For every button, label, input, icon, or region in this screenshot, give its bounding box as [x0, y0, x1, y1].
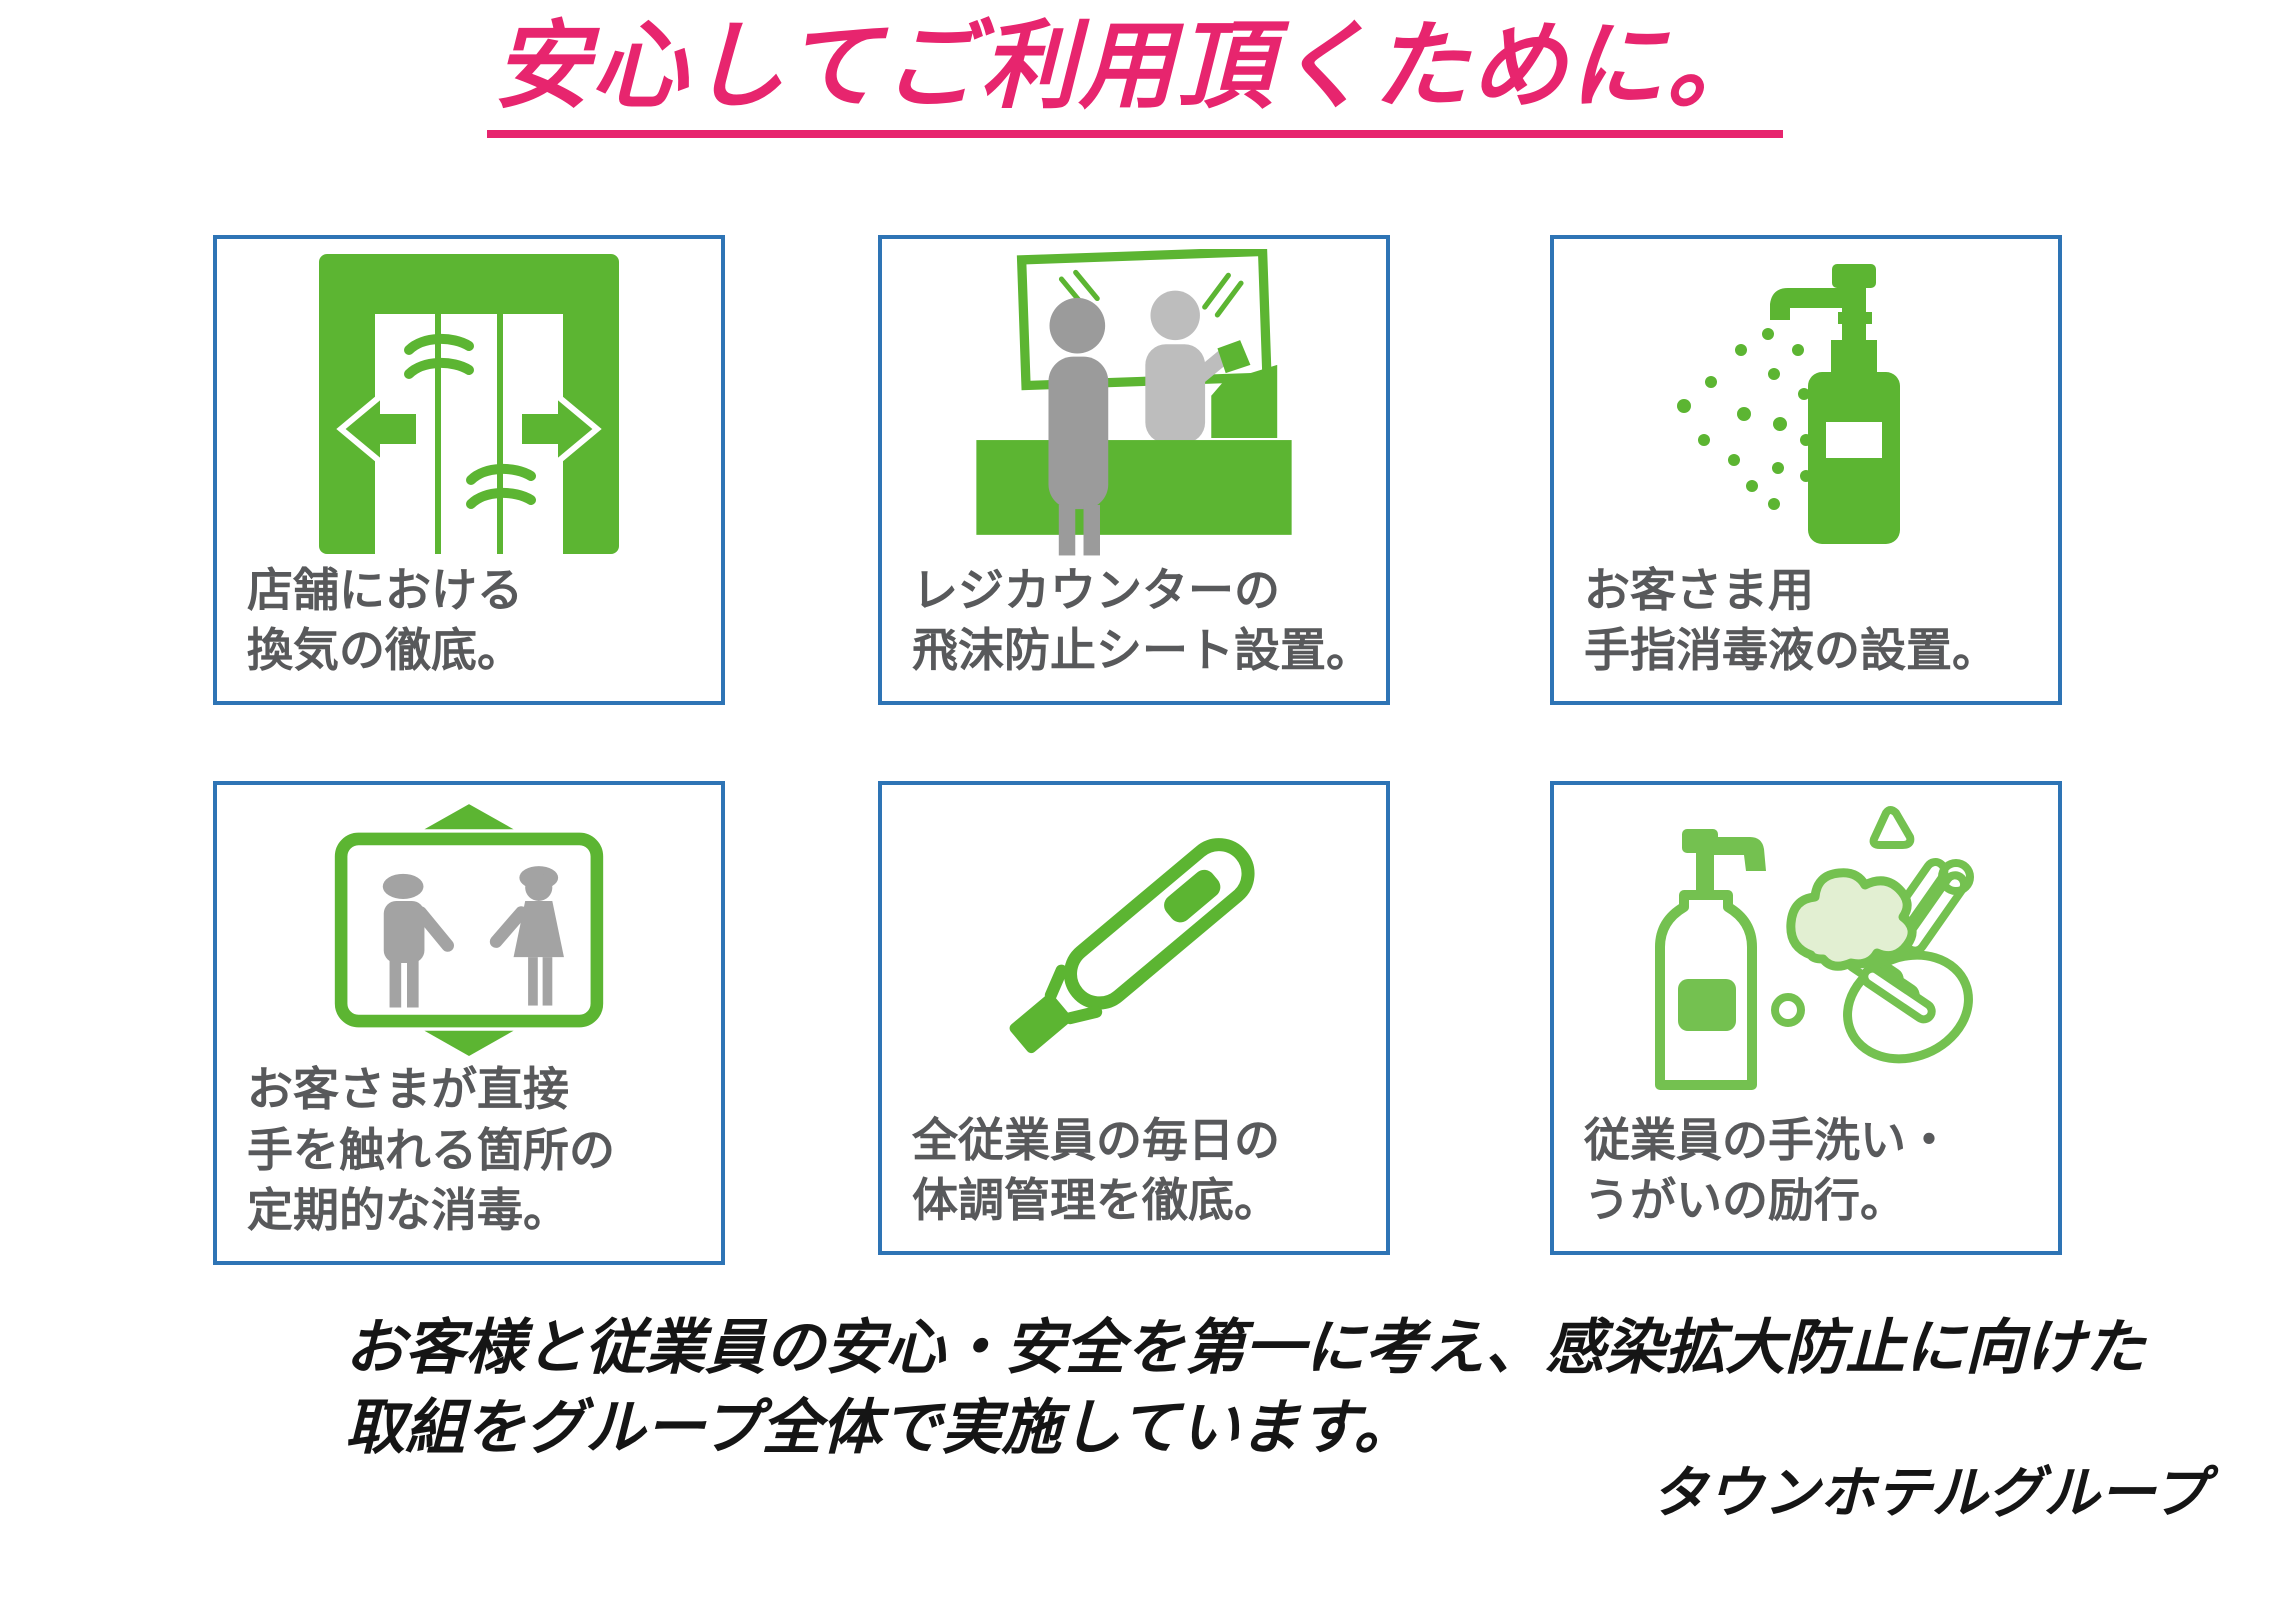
card-touchpoint-disinfection-label: お客さまが直接 手を触れる箇所の 定期的な消毒。 — [247, 1059, 615, 1241]
card-sanitizer-label: お客さま用 手指消毒液の設置。 — [1584, 560, 1998, 681]
page-title: 安心してご利用頂くために。 — [487, 14, 1783, 138]
card-health-check: 全従業員の毎日の 体調管理を徹底。 — [878, 781, 1390, 1255]
card-ventilation: 店舗における 換気の徹底。 — [213, 235, 725, 705]
card-register-sheet-label: レジカウンターの 飛沫防止シート設置。 — [912, 560, 1372, 681]
label-line: お客さま用 — [1584, 563, 1814, 616]
label-line: 体調管理を徹底。 — [912, 1174, 1280, 1227]
register-counter-sheet-icon — [882, 239, 1386, 569]
touchpoint-disinfection-icon — [217, 785, 721, 1075]
footer-line: お客様と従業員の安心・安全を第一に考え、感染拡大防止に向けた — [345, 1314, 2145, 1381]
label-line: 換気の徹底。 — [247, 624, 523, 677]
card-sanitizer: お客さま用 手指消毒液の設置。 — [1550, 235, 2062, 705]
label-line: お客さまが直接 — [247, 1062, 569, 1115]
card-touchpoint-disinfection: お客さまが直接 手を触れる箇所の 定期的な消毒。 — [213, 781, 725, 1265]
label-line: 飛沫防止シート設置。 — [912, 624, 1372, 677]
footer-statement: お客様と従業員の安心・安全を第一に考え、感染拡大防止に向けた 取組をグループ全体… — [345, 1308, 2205, 1468]
label-line: 手指消毒液の設置。 — [1584, 624, 1998, 677]
thermometer-icon — [882, 785, 1386, 1105]
label-line: うがいの励行。 — [1584, 1174, 1906, 1227]
handwashing-icon — [1554, 785, 2058, 1105]
label-line: 店舗における — [247, 563, 523, 616]
label-line: 従業員の手洗い・ — [1584, 1113, 1952, 1166]
card-handwashing-label: 従業員の手洗い・ うがいの励行。 — [1584, 1110, 1952, 1231]
card-register-sheet: レジカウンターの 飛沫防止シート設置。 — [878, 235, 1390, 705]
sanitizer-spray-icon — [1554, 239, 2058, 569]
card-ventilation-label: 店舗における 換気の徹底。 — [247, 560, 523, 681]
signature: タウンホテルグループ — [1651, 1461, 2208, 1524]
label-line: 定期的な消毒。 — [247, 1184, 569, 1237]
card-handwashing: 従業員の手洗い・ うがいの励行。 — [1550, 781, 2062, 1255]
footer-line: 取組をグループ全体で実施しています。 — [345, 1393, 1414, 1461]
page-title-wrap: 安心してご利用頂くために。 — [0, 14, 2270, 138]
label-line: 全従業員の毎日の — [912, 1113, 1280, 1166]
label-line: レジカウンターの — [912, 563, 1280, 616]
card-health-check-label: 全従業員の毎日の 体調管理を徹底。 — [912, 1110, 1280, 1231]
ventilation-doors-icon — [217, 239, 721, 569]
label-line: 手を触れる箇所の — [247, 1123, 615, 1176]
